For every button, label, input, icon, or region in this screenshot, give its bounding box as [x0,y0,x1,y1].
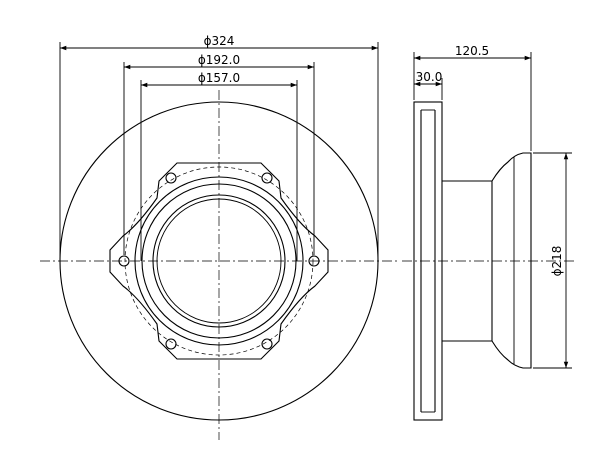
dim-center-bore: ϕ157.0 [198,71,240,85]
disc-plate-outer [413,101,443,421]
center-bore-ring [152,194,286,328]
bolt-hole-bottom-left [165,338,177,350]
bolt-hole-left [118,255,130,267]
dim-hub-diameter: ϕ218 [550,246,564,277]
dim-total-height: 120.5 [455,44,489,58]
outer-disc-circle [59,101,379,421]
side-view: 120.5 30.0 ϕ218 [402,44,575,421]
dim-disc-thickness: 30.0 [416,70,443,84]
front-view: ϕ324 ϕ192.0 ϕ157.0 [40,34,400,440]
bolt-hole-bottom-right [261,338,273,350]
bolt-circle-dashed [124,166,314,356]
dim-bolt-circle: ϕ192.0 [198,53,240,67]
hub-flange-plate [109,162,329,360]
dim-outer-diameter: ϕ324 [204,34,235,48]
hub-flange-side [491,152,532,369]
bolt-hole-right [308,255,320,267]
center-bore-inner [156,198,282,324]
hub-neck [442,180,492,342]
bolt-holes [118,172,320,350]
bolt-hole-top-left [165,172,177,184]
hub-outer-ring [134,176,304,346]
hub-ring-2 [141,183,297,339]
bolt-hole-top-right [261,172,273,184]
